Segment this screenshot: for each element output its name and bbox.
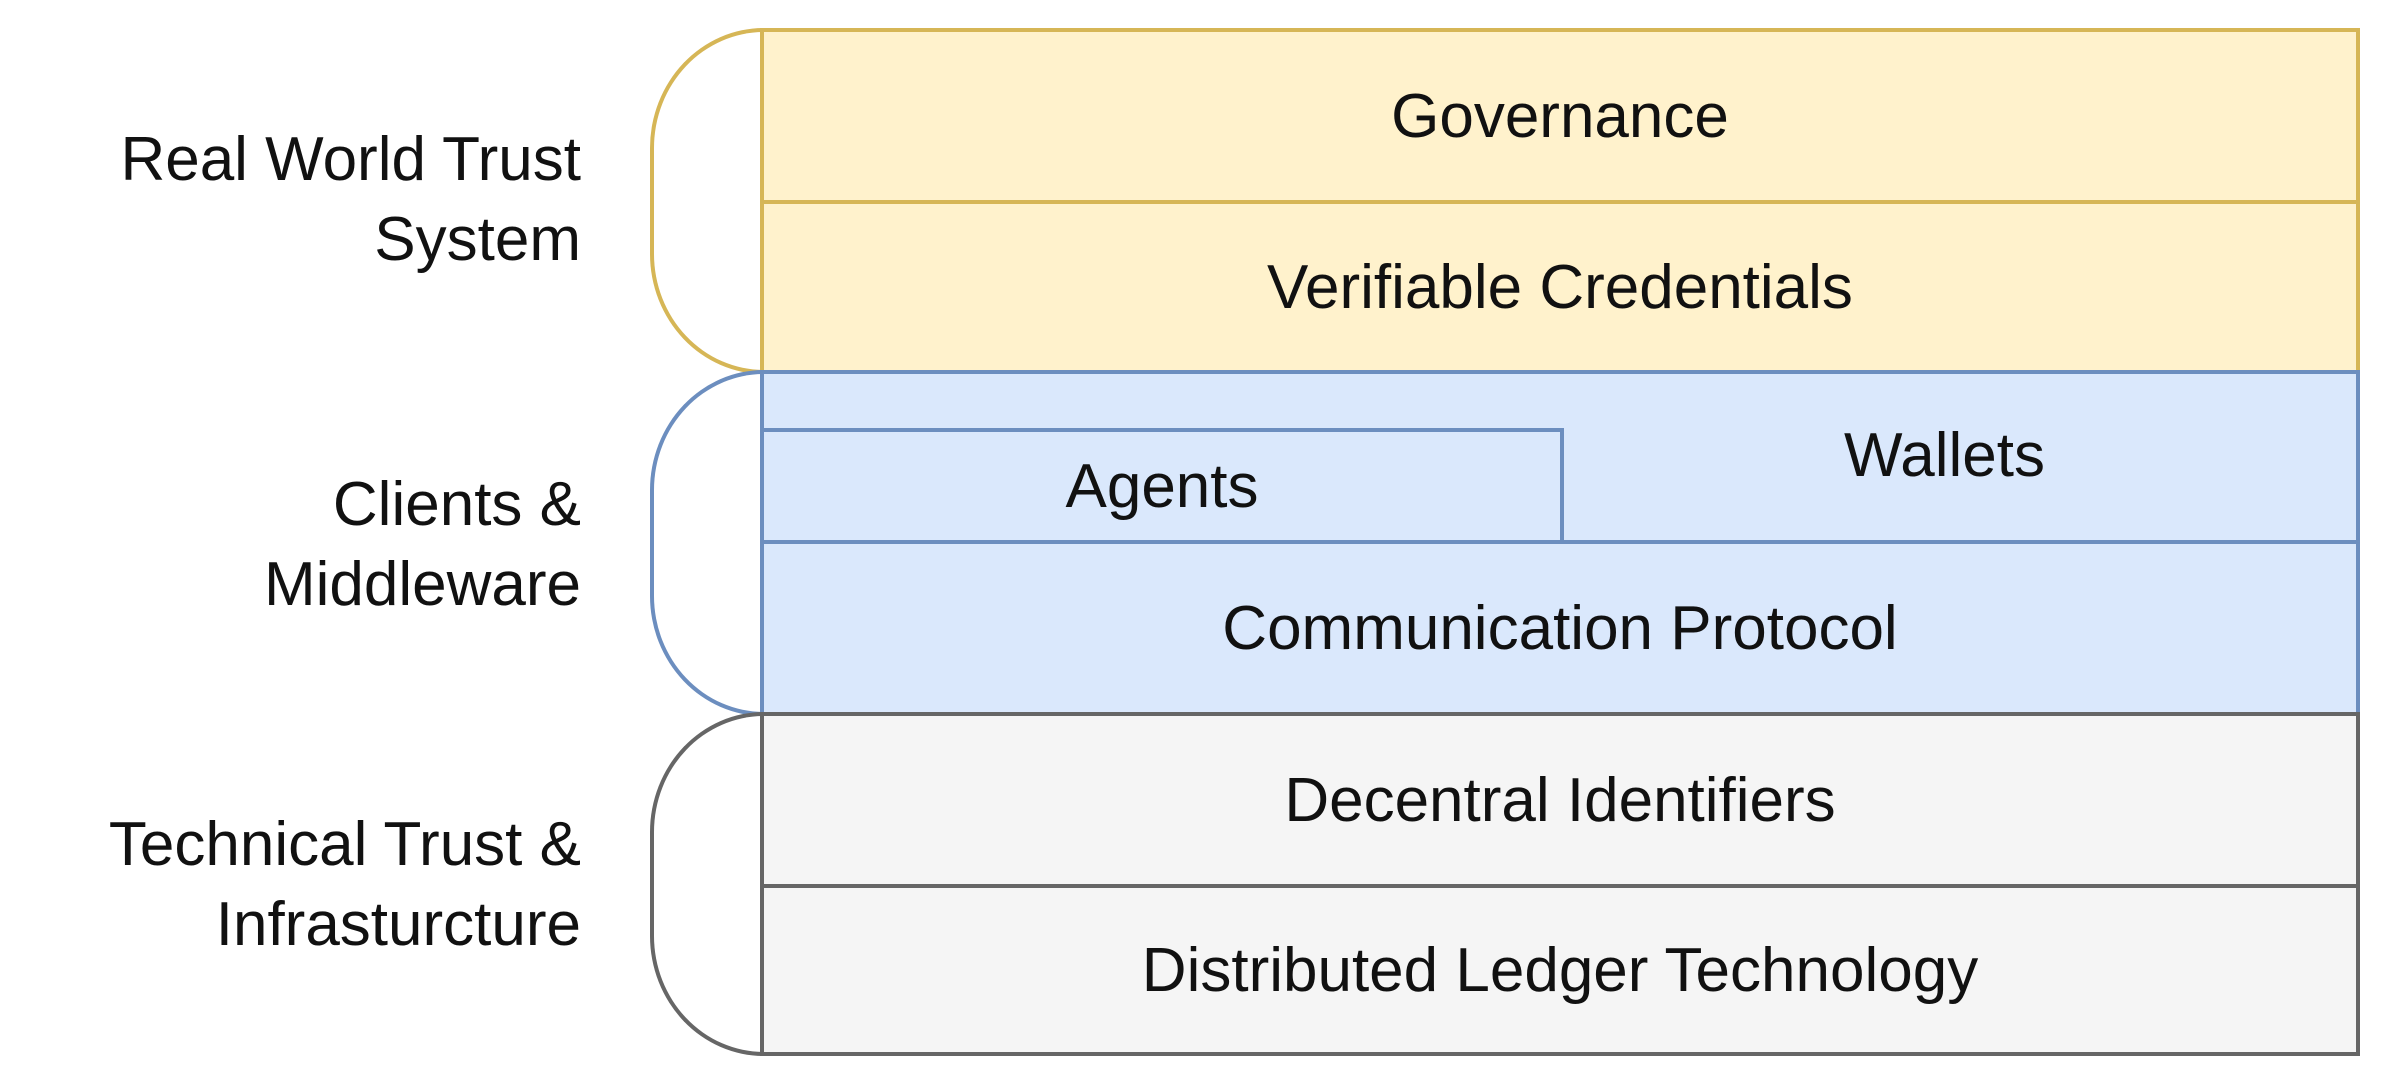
group-label-technical-trust-infrastructure: Technical Trust & Infrasturcture bbox=[108, 810, 581, 959]
layer-communication-protocol: Communication Protocol bbox=[760, 540, 2360, 716]
layer-communication-protocol-label: Communication Protocol bbox=[1222, 593, 1898, 663]
layer-agents: Agents bbox=[760, 428, 1564, 544]
bracket-clients-middleware bbox=[650, 370, 764, 716]
bracket-real-world-trust-system bbox=[650, 28, 764, 374]
bracket-technical-trust-infrastructure bbox=[650, 712, 764, 1056]
layer-distributed-ledger-technology: Distributed Ledger Technology bbox=[760, 884, 2360, 1056]
layer-wallets-label: Wallets bbox=[1844, 421, 2045, 490]
layer-distributed-ledger-technology-label: Distributed Ledger Technology bbox=[1141, 935, 1979, 1005]
layer-verifiable-credentials: Verifiable Credentials bbox=[760, 200, 2360, 374]
layer-governance-label: Governance bbox=[1391, 81, 1729, 151]
layer-governance: Governance bbox=[760, 28, 2360, 204]
layer-agents-label: Agents bbox=[1065, 451, 1259, 521]
layer-verifiable-credentials-label: Verifiable Credentials bbox=[1267, 252, 1853, 322]
layer-decentral-identifiers: Decentral Identifiers bbox=[760, 712, 2360, 888]
group-label-clients-middleware: Clients & Middleware bbox=[263, 470, 581, 619]
group-label-real-world-trust-system: Real World Trust System bbox=[120, 125, 581, 274]
layer-decentral-identifiers-label: Decentral Identifiers bbox=[1284, 765, 1836, 835]
